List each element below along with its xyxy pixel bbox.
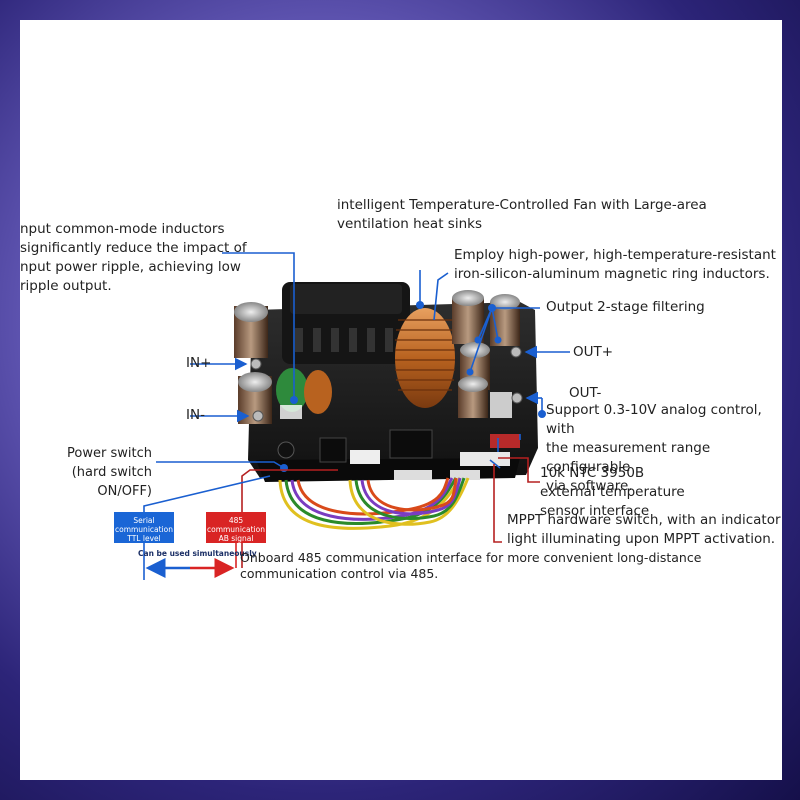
output-capacitors [452, 290, 520, 418]
label-ntc: 10k NTC 3950B external temperature senso… [540, 465, 685, 519]
label-in-minus: IN- [186, 407, 205, 423]
label-485-interface: Onboard 485 communication interface for … [240, 550, 702, 581]
rs485-tag: 485 communication AB signal [206, 512, 266, 543]
communication-cables [278, 477, 470, 530]
label-in-plus: IN+ [186, 355, 212, 371]
terminal-connector [460, 452, 510, 466]
label-magnetic-ring: Employ high-power, high-temperature-resi… [454, 247, 776, 282]
diagram-panel: nput common-mode inductors significantly… [20, 20, 782, 780]
label-simultaneous: Can be used simultaneously [138, 549, 257, 558]
serial-ttl-tag: Serial communication TTL level [114, 512, 174, 543]
mppt-leader [493, 464, 502, 543]
label-power-switch: Power switch (hard switch ON/OFF) [67, 446, 152, 499]
label-input-inductors: nput common-mode inductors significantly… [20, 221, 247, 294]
label-out-minus: OUT- [569, 385, 602, 401]
label-mppt: MPPT hardware switch, with an indicator … [507, 512, 781, 547]
label-output-filter: Output 2-stage filtering [546, 299, 705, 315]
mcu-chip [389, 429, 433, 459]
leader-lines [156, 252, 570, 469]
dip-switch [490, 434, 520, 448]
board-illustration [143, 252, 570, 580]
label-fan: intelligent Temperature-Controlled Fan w… [337, 197, 707, 232]
magnetic-ring-inductor [395, 308, 455, 408]
label-analog-control: Support 0.3-10V analog control, with the… [546, 402, 762, 494]
label-out-plus: OUT+ [573, 344, 614, 360]
common-mode-inductor [276, 368, 308, 412]
